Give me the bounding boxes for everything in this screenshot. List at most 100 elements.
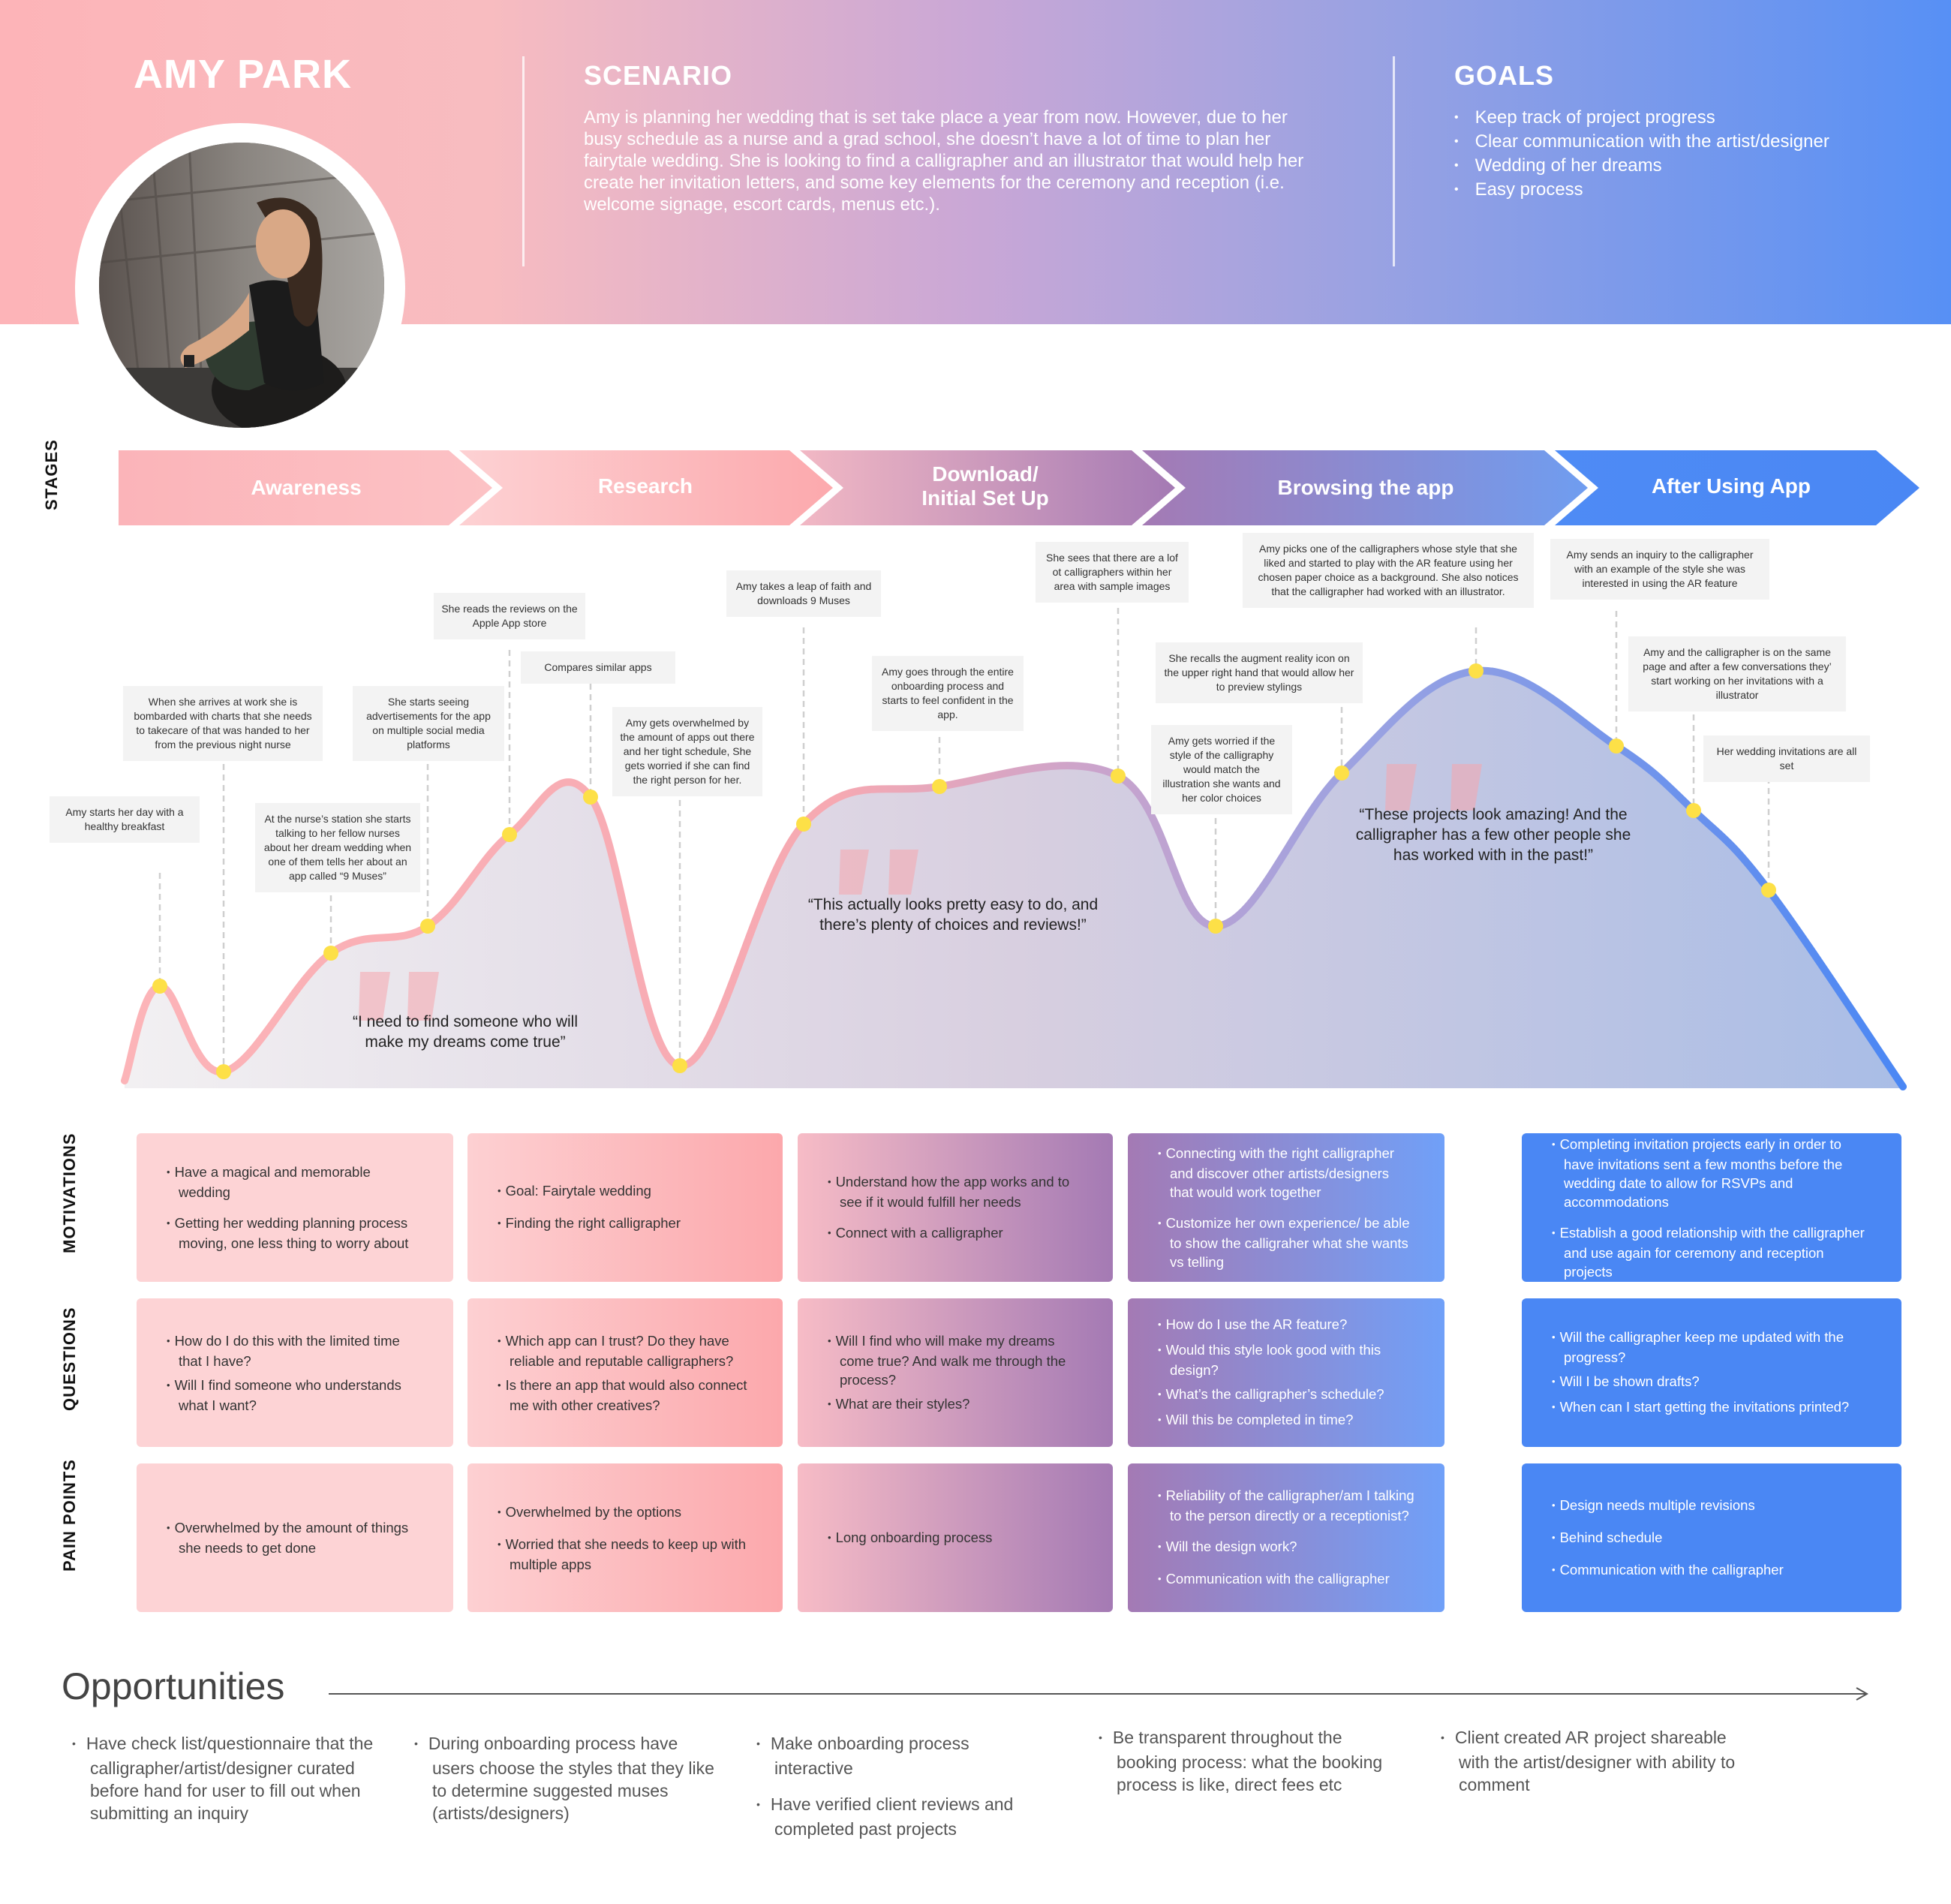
card-bullet: Communication with the calligrapher	[1158, 1569, 1414, 1590]
journey-point	[672, 1058, 687, 1073]
avatar	[99, 143, 384, 428]
journey-chart	[121, 608, 1907, 1090]
quote-mark-icon	[839, 850, 918, 895]
card-bullet: What are their styles?	[828, 1394, 1083, 1415]
goals-title: GOALS	[1454, 60, 1555, 91]
row-label-pain-points: PAIN POINTS	[60, 1459, 79, 1572]
journey-note: Amy starts her day with a healthy breakf…	[50, 796, 200, 843]
journey-note: Compares similar apps	[521, 651, 675, 684]
stage-download-setup: Download/ Initial Set Up	[921, 462, 1049, 510]
opportunities-arrow	[329, 1687, 1869, 1701]
card-bullet: Finding the right calligrapher	[498, 1214, 753, 1234]
card-bullet: Would this style look good with this des…	[1158, 1340, 1414, 1379]
opportunity-item: Make onboarding process interactive	[746, 1732, 1046, 1779]
card-bullet: Will the design work?	[1158, 1537, 1414, 1557]
avatar-photo-icon	[99, 143, 384, 428]
journey-point	[1761, 883, 1776, 898]
card-bullet: Will I be shown drafts?	[1552, 1372, 1871, 1392]
card-bullet: How do I use the AR feature?	[1158, 1315, 1414, 1335]
journey-point	[932, 779, 947, 794]
card-bullet: Will I find who will make my dreams come…	[828, 1331, 1083, 1389]
quote-mark-icon	[1385, 764, 1482, 811]
opportunity-column: Have check list/questionnaire that the c…	[62, 1732, 377, 1838]
row-label-questions: QUESTIONS	[60, 1307, 79, 1411]
stages-bar	[119, 450, 1919, 525]
journey-point	[323, 946, 338, 961]
card-bullet: Getting her wedding planning process mov…	[167, 1214, 423, 1253]
card-bullet: Connecting with the right calligrapher a…	[1158, 1144, 1414, 1202]
stage-arrow	[119, 450, 492, 525]
journey-point	[1469, 663, 1484, 678]
opportunity-item: Have verified client reviews and complet…	[746, 1793, 1046, 1840]
stage-after-using: After Using App	[1651, 474, 1811, 498]
goals-list: Keep track of project progressClear comm…	[1454, 107, 1829, 203]
journey-point	[152, 979, 167, 994]
opportunity-column: Client created AR project shareable with…	[1430, 1726, 1760, 1809]
scenario-title: SCENARIO	[584, 60, 733, 91]
journey-note: Amy gets overwhelmed by the amount of ap…	[612, 707, 762, 796]
journey-point	[1686, 803, 1701, 818]
motivations-card: Connecting with the right calligrapher a…	[1128, 1133, 1444, 1282]
journey-point	[216, 1064, 231, 1079]
journey-quote: “This actually looks pretty easy to do, …	[807, 896, 1099, 934]
journey-note: At the nurse’s station she starts talkin…	[255, 803, 420, 892]
opportunity-column: During onboarding process have users cho…	[404, 1732, 719, 1838]
goal-item: Wedding of her dreams	[1454, 155, 1829, 179]
journey-point	[1609, 738, 1624, 753]
journey-point	[583, 790, 598, 805]
journey-point	[796, 817, 811, 832]
card-bullet: Which app can I trust? Do they have reli…	[498, 1331, 753, 1370]
card-bullet: Will this be completed in time?	[1158, 1410, 1414, 1430]
questions-card: Will the calligrapher keep me updated wi…	[1522, 1298, 1901, 1447]
journey-note: She sees that there are a lof ot calligr…	[1036, 542, 1189, 603]
card-bullet: Worried that she needs to keep up with m…	[498, 1535, 753, 1574]
persona-name: AMY PARK	[134, 52, 353, 97]
journey-note: Amy picks one of the calligraphers whose…	[1243, 533, 1534, 608]
journey-note: Amy gets worried if the style of the cal…	[1151, 725, 1292, 814]
card-bullet: Understand how the app works and to see …	[828, 1172, 1083, 1211]
journey-note: She recalls the augment reality icon on …	[1156, 642, 1363, 703]
card-bullet: Design needs multiple revisions	[1552, 1496, 1871, 1516]
questions-card: Will I find who will make my dreams come…	[798, 1298, 1113, 1447]
journey-point	[1208, 919, 1223, 934]
row-label-motivations: MOTIVATIONS	[60, 1132, 79, 1253]
opportunity-item: Client created AR project shareable with…	[1430, 1726, 1760, 1796]
card-bullet: Customize her own experience/ be able to…	[1158, 1214, 1414, 1271]
journey-note: She starts seeing advertisements for the…	[353, 686, 504, 761]
stage-awareness: Awareness	[251, 476, 362, 499]
journey-point	[1111, 769, 1126, 784]
card-bullet: When can I start getting the invitations…	[1552, 1397, 1871, 1418]
card-bullet: Completing invitation projects early in …	[1552, 1135, 1871, 1211]
journey-note: Her wedding invitations are all set	[1703, 735, 1870, 782]
goal-item: Keep track of project progress	[1454, 107, 1829, 131]
journey-note: She reads the reviews on the Apple App s…	[434, 593, 585, 639]
pain-points-card: Long onboarding process	[798, 1463, 1113, 1612]
goal-item: Clear communication with the artist/desi…	[1454, 131, 1829, 155]
stage-browsing: Browsing the app	[1277, 476, 1454, 499]
opportunity-item: During onboarding process have users cho…	[404, 1732, 719, 1824]
card-bullet: Establish a good relationship with the c…	[1552, 1223, 1871, 1281]
journey-note: Amy takes a leap of faith and downloads …	[726, 570, 881, 617]
journey-point	[502, 827, 517, 842]
questions-card: Which app can I trust? Do they have reli…	[467, 1298, 783, 1447]
journey-quote: “These projects look amazing! And the ca…	[1355, 806, 1631, 864]
card-bullet: Behind schedule	[1552, 1528, 1871, 1548]
card-bullet: How do I do this with the limited time t…	[167, 1331, 423, 1370]
stage-arrow	[800, 450, 1175, 525]
card-bullet: Is there an app that would also connect …	[498, 1376, 753, 1415]
journey-quote: “I need to find someone who will make my…	[353, 1013, 578, 1051]
journey-note: Amy and the calligrapher is on the same …	[1628, 636, 1846, 711]
pain-points-card: Overwhelmed by the optionsWorried that s…	[467, 1463, 783, 1612]
motivations-card: Completing invitation projects early in …	[1522, 1133, 1901, 1282]
card-bullet: Will the calligrapher keep me updated wi…	[1552, 1328, 1871, 1367]
pain-points-card: Design needs multiple revisionsBehind sc…	[1522, 1463, 1901, 1612]
header-divider	[522, 56, 525, 266]
card-bullet: Reliability of the calligrapher/am I tal…	[1158, 1486, 1414, 1525]
pain-points-card: Overwhelmed by the amount of things she …	[137, 1463, 453, 1612]
journey-note: Amy goes through the entire onboarding p…	[872, 656, 1024, 731]
journey-note: Amy sends an inquiry to the calligrapher…	[1550, 539, 1769, 600]
quote-mark-icon	[359, 972, 439, 1021]
motivations-card: Understand how the app works and to see …	[798, 1133, 1113, 1282]
stage-arrow	[459, 450, 833, 525]
opportunity-item: Have check list/questionnaire that the c…	[62, 1732, 377, 1824]
